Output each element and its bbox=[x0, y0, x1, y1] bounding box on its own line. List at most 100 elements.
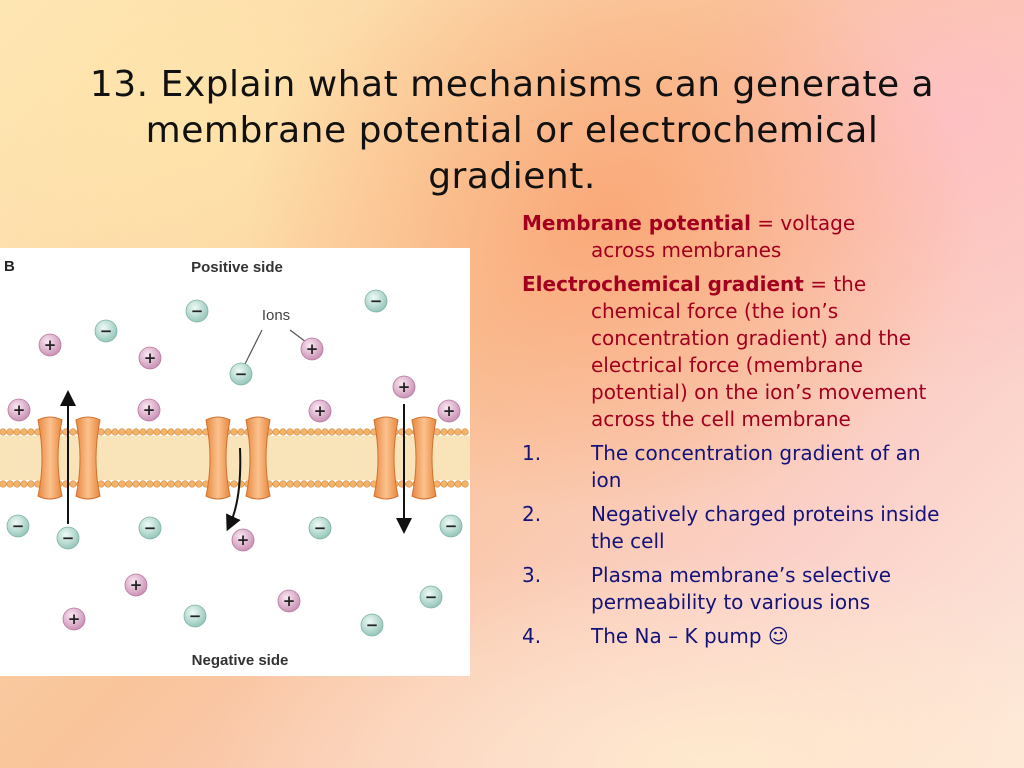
positive-ion: + bbox=[7, 398, 31, 422]
lipid-head bbox=[125, 428, 133, 436]
definition-term: Electrochemical gradient bbox=[522, 272, 804, 296]
lipid-head bbox=[174, 428, 182, 436]
membrane-core bbox=[0, 436, 470, 480]
list-text: The Na – K pump ☺ bbox=[591, 624, 789, 648]
ion-sign: + bbox=[306, 340, 319, 358]
lipid-head bbox=[300, 428, 308, 436]
negative-ion: − bbox=[229, 362, 253, 386]
negative-ion: − bbox=[419, 585, 443, 609]
lipid-head bbox=[69, 428, 77, 436]
membrane-diagram-svg: −−−+++−+++++−−−−−+++−+−− B Positive side… bbox=[0, 258, 470, 669]
lipid-head bbox=[6, 480, 14, 488]
ion-sign: + bbox=[398, 378, 411, 396]
ion-sign: + bbox=[144, 349, 157, 367]
lipid-head bbox=[27, 428, 35, 436]
list-number: 2. bbox=[522, 502, 542, 526]
ion-sign: + bbox=[68, 610, 81, 628]
ion-sign: − bbox=[100, 322, 113, 340]
lipid-head bbox=[363, 480, 371, 488]
ion-sign: − bbox=[189, 607, 202, 625]
channel-protein-left bbox=[37, 416, 101, 500]
definition-lead: voltage bbox=[780, 211, 856, 235]
ion-sign: − bbox=[144, 519, 157, 537]
definition-membrane-potential: Membrane potential = voltage across memb… bbox=[522, 210, 942, 264]
lipid-head bbox=[440, 428, 448, 436]
list-item: 2. Negatively charged proteins inside the… bbox=[522, 501, 942, 555]
lipid-head bbox=[279, 428, 287, 436]
lipid-head bbox=[132, 480, 140, 488]
definition-lead: the bbox=[833, 272, 867, 296]
definition-term: Membrane potential bbox=[522, 211, 751, 235]
lipid-head bbox=[188, 480, 196, 488]
lipid-head bbox=[188, 428, 196, 436]
lipid-head bbox=[293, 428, 301, 436]
list-text: Negatively charged proteins inside the c… bbox=[591, 502, 940, 553]
lipid-head bbox=[328, 480, 336, 488]
negative-ion: − bbox=[185, 299, 209, 323]
membrane-diagram: −−−+++−+++++−−−−−+++−+−− B Positive side… bbox=[0, 248, 470, 676]
positive-ion: + bbox=[124, 573, 148, 597]
lipid-head bbox=[440, 480, 448, 488]
lipid-head bbox=[335, 480, 343, 488]
list-number: 3. bbox=[522, 563, 542, 587]
lipid-head bbox=[104, 428, 112, 436]
ion-sign: − bbox=[191, 302, 204, 320]
definition-separator: = bbox=[750, 211, 781, 235]
slide-title: 13. Explain what mechanisms can generate… bbox=[89, 64, 935, 197]
lipid-head bbox=[146, 428, 154, 436]
ions-layer: −−−+++−+++++−−−−−+++−+−− bbox=[6, 289, 463, 637]
positive-ion: + bbox=[437, 399, 461, 423]
lipid-head bbox=[167, 480, 175, 488]
list-number: 1. bbox=[522, 441, 542, 465]
definition-text: chemical force (the ion’s concentration … bbox=[591, 299, 927, 431]
lipid-head bbox=[195, 480, 203, 488]
channel-protein-right bbox=[373, 416, 437, 500]
ion-sign: + bbox=[13, 401, 26, 419]
lipid-head bbox=[13, 428, 21, 436]
lipid-head bbox=[111, 480, 119, 488]
lipid-head bbox=[461, 480, 469, 488]
ions-pointer-1 bbox=[243, 329, 263, 367]
lipid-head bbox=[314, 480, 322, 488]
lipid-head bbox=[356, 428, 364, 436]
ion-sign: − bbox=[425, 588, 438, 606]
negative-ion: − bbox=[6, 514, 30, 538]
negative-ion: − bbox=[138, 516, 162, 540]
lipid-head bbox=[321, 480, 329, 488]
definition-separator: = bbox=[803, 272, 834, 296]
lipid-head bbox=[314, 428, 322, 436]
lipid-head bbox=[454, 480, 462, 488]
lipid-head bbox=[454, 428, 462, 436]
lipid-head bbox=[279, 480, 287, 488]
lipid-head bbox=[461, 428, 469, 436]
lipid-head bbox=[139, 428, 147, 436]
arrow-curved-down bbox=[226, 447, 242, 532]
positive-ion: + bbox=[38, 333, 62, 357]
positive-ion: + bbox=[392, 375, 416, 399]
ion-sign: − bbox=[366, 616, 379, 634]
ions-label: Ions bbox=[262, 307, 290, 324]
lipid-head bbox=[307, 428, 315, 436]
positive-ion: + bbox=[231, 528, 255, 552]
lipid-head bbox=[27, 480, 35, 488]
positive-ion: + bbox=[300, 337, 324, 361]
panel-label: B bbox=[4, 258, 15, 275]
list-text: The concentration gradient of an ion bbox=[591, 441, 921, 492]
positive-side-label: Positive side bbox=[191, 259, 283, 276]
lipid-head bbox=[433, 480, 441, 488]
lipid-head bbox=[363, 428, 371, 436]
lipid-head bbox=[272, 428, 280, 436]
lipid-head bbox=[342, 428, 350, 436]
lipid-head bbox=[6, 428, 14, 436]
lipid-head bbox=[146, 480, 154, 488]
ion-sign: − bbox=[445, 517, 458, 535]
mechanisms-list: 1. The concentration gradient of an ion 2… bbox=[522, 440, 942, 650]
ion-sign: − bbox=[235, 365, 248, 383]
lipid-head bbox=[447, 480, 455, 488]
definition-text: across membranes bbox=[591, 238, 782, 262]
negative-ion: − bbox=[364, 289, 388, 313]
positive-ion: + bbox=[62, 607, 86, 631]
lipid-head bbox=[349, 480, 357, 488]
ion-sign: − bbox=[62, 529, 75, 547]
negative-ion: − bbox=[360, 613, 384, 637]
